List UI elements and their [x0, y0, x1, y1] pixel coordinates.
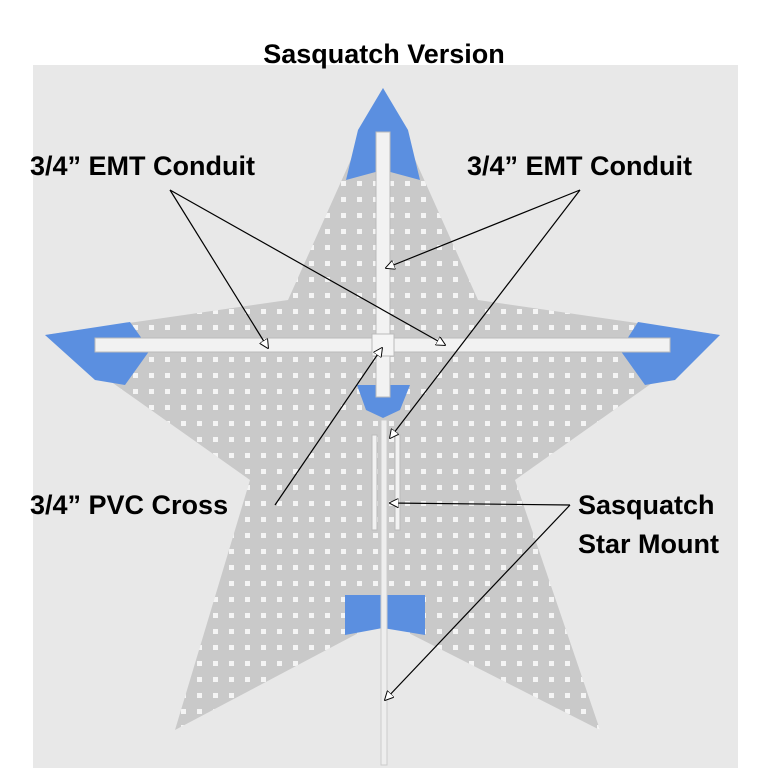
label-star-mount-line1: Sasquatch — [578, 490, 715, 520]
callout-arrows — [169, 189, 581, 700]
bracket-center — [357, 385, 410, 418]
mount-pole — [380, 419, 388, 766]
label-star-mount-line2: Star Mount — [578, 529, 719, 559]
mount-rail-right — [394, 434, 401, 531]
label-pvc-cross: 3/4” PVC Cross — [30, 490, 229, 520]
label-emt-conduit-left: 3/4” EMT Conduit — [30, 151, 255, 181]
pvc-cross — [371, 333, 395, 357]
emt-conduit-vertical — [375, 131, 391, 398]
diagram-title: Sasquatch Version — [263, 39, 505, 69]
mount-rail-left — [371, 434, 378, 531]
label-emt-conduit-right: 3/4” EMT Conduit — [467, 151, 692, 181]
